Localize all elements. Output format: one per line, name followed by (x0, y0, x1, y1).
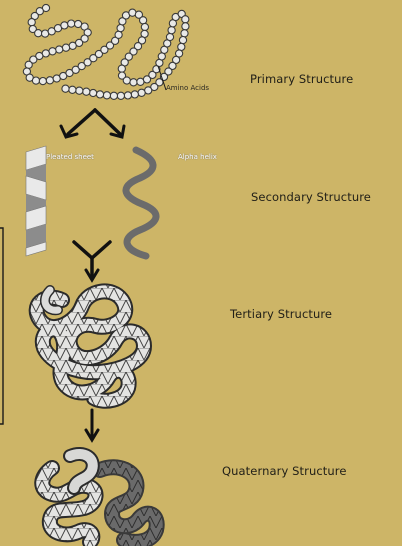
amino-acid-bead (94, 49, 104, 59)
amino-acid-bead (124, 52, 133, 61)
alpha-helix-label: Alpha helix (178, 153, 217, 161)
primary-structure-label: Primary Structure (250, 72, 354, 86)
secondary-structure-label: Secondary Structure (251, 190, 371, 204)
merge-arrow (72, 240, 112, 283)
amino-acid-bead (95, 90, 105, 99)
amino-acid-bead (71, 65, 80, 74)
amino-acid-bead (27, 18, 36, 27)
amino-acid-bead (117, 64, 126, 73)
amino-acid-bead (75, 86, 84, 95)
amino-acid-bead (122, 76, 131, 85)
amino-acid-bead (129, 47, 138, 56)
tertiary-fold (28, 283, 152, 409)
amino-acid-bead (133, 42, 143, 51)
amino-acid-bead (137, 36, 147, 45)
amino-acid-bead (61, 84, 70, 93)
amino-acid-bead (48, 47, 57, 56)
amino-acid-bead (35, 51, 44, 61)
quaternary-structure-label: Quaternary Structure (222, 464, 347, 478)
amino-acid-bead (110, 36, 120, 45)
pleated-sheet (25, 145, 47, 257)
amino-acid-bead (82, 87, 91, 96)
amino-acid-bead (180, 29, 189, 38)
amino-acid-bead (165, 32, 175, 42)
tertiary-structure-label: Tertiary Structure (230, 307, 333, 321)
amino-acid-bead (60, 21, 69, 30)
amino-acid-bead (181, 22, 190, 31)
amino-acid-bead (89, 54, 98, 63)
alpha-helix (122, 146, 160, 260)
amino-acid-bead (117, 71, 127, 80)
amino-acid-bead (138, 16, 148, 25)
amino-acid-bead (142, 75, 152, 84)
amino-acid-bead (181, 15, 190, 24)
amino-acid-bead (77, 61, 86, 71)
amino-acid-bead (164, 67, 173, 76)
amino-acid-bead (28, 24, 37, 34)
amino-acid-bead (118, 17, 127, 26)
amino-acid-bead (109, 91, 119, 100)
amino-acid-bead (80, 34, 89, 43)
amino-acid-bead (34, 29, 43, 38)
amino-acid-bead (24, 60, 33, 69)
amino-acid-bead (88, 88, 98, 98)
quaternary-assembly (34, 446, 165, 546)
amino-acid-bead (123, 91, 133, 100)
amino-acid-bead (61, 43, 71, 52)
amino-acid-bead (29, 55, 38, 64)
amino-acid-bead (167, 26, 176, 35)
amino-acid-bead (134, 10, 144, 19)
left-bracket (0, 227, 4, 425)
amino-acid-bead (137, 88, 146, 97)
amino-acid-bead (55, 45, 64, 54)
amino-acid-bead (116, 23, 125, 33)
amino-acid-bead (150, 82, 159, 92)
amino-acid-bead (31, 76, 41, 85)
amino-acid-bead (140, 22, 150, 32)
amino-acid-bead (105, 41, 115, 50)
amino-acid-bead (67, 19, 76, 28)
amino-acid-bead (45, 76, 55, 85)
amino-acid-bead (130, 90, 139, 99)
amino-acid-bead (100, 45, 109, 54)
amino-acid-bead (114, 30, 123, 39)
amino-acid-bead (35, 7, 44, 16)
amino-acid-bead (68, 85, 77, 94)
amino-acid-bead (148, 70, 157, 80)
amino-acid-bead (102, 91, 112, 100)
amino-acid-pointer (157, 65, 167, 91)
amino-acid-bead (178, 35, 188, 45)
amino-acid-chain (22, 3, 190, 100)
amino-acid-bead (171, 55, 181, 65)
amino-acid-bead (38, 76, 48, 86)
amino-acid-bead (129, 78, 138, 87)
amino-acid-bead (116, 91, 126, 100)
down-arrow (84, 408, 100, 443)
pleated-sheet-label: Pleated sheet (46, 153, 94, 161)
split-arrow (59, 108, 126, 139)
amino-acid-bead (168, 61, 177, 71)
amino-acid-bead (68, 41, 77, 50)
amino-acid-bead (83, 58, 92, 67)
amino-acids-label: Amino Acids (166, 84, 210, 92)
